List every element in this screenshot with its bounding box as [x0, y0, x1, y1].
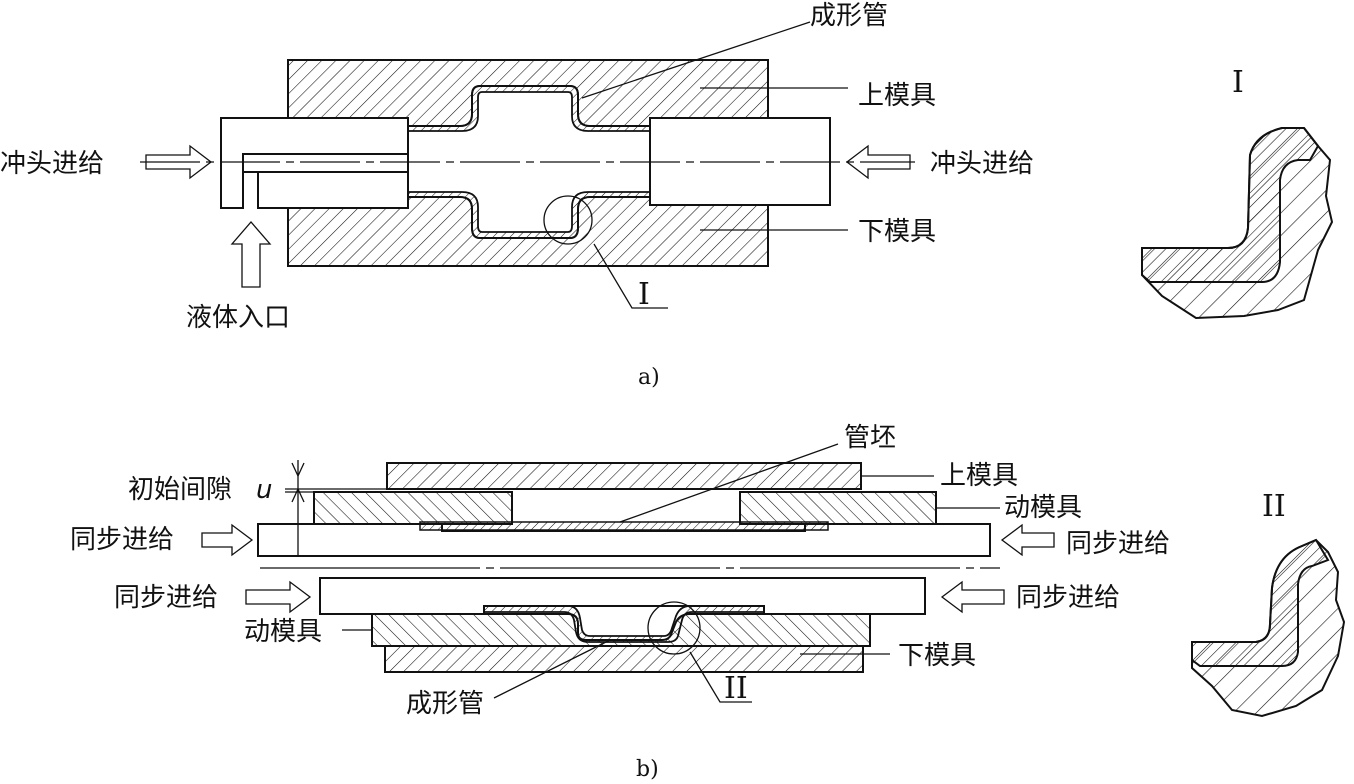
detail-title-ii: II [1262, 489, 1286, 524]
label-tube-blank: 管坯 [844, 423, 896, 453]
leader-forming-tube-b [493, 639, 611, 699]
detail-view-ii: II [1191, 489, 1346, 718]
leader-detail-b [689, 651, 752, 703]
moving-die-top-right [739, 491, 937, 525]
punch-feed-right-arrow [845, 144, 911, 180]
caption-a: a) [638, 365, 660, 390]
fluid-channel-upper [242, 153, 408, 172]
sync-feed-top-left-arrow [201, 523, 254, 557]
label-detail-ref-b: II [724, 671, 748, 706]
leader-forming-tube-a [581, 21, 811, 99]
caption-b: b) [636, 757, 659, 782]
label-lower-die-a: 下模具 [858, 217, 936, 247]
formed-tube-b [483, 605, 765, 643]
label-punch-feed-left: 冲头进给 [0, 149, 104, 179]
label-sync-feed-top-right: 同步进给 [1066, 529, 1170, 559]
label-liquid-inlet: 液体入口 [186, 303, 290, 333]
label-upper-die-b: 上模具 [940, 461, 1018, 491]
fluid-channel-lower [257, 171, 408, 208]
label-detail-ref-a: I [638, 277, 650, 312]
upper-die-b [386, 462, 862, 490]
sync-feed-bottom-right-arrow [940, 580, 1005, 614]
lower-die-b [384, 645, 864, 673]
detail-circle-b [647, 601, 701, 655]
detail-ii-tube [1191, 538, 1330, 667]
label-initial-gap: 初始间隙 [128, 475, 232, 505]
leader-tube-blank [619, 443, 839, 523]
label-sync-feed-bottom-left: 同步进给 [114, 583, 218, 613]
detail-view-i: I [1141, 65, 1334, 320]
label-sync-feed-bottom-right: 同步进给 [1016, 583, 1120, 613]
label-upper-die-a: 上模具 [858, 81, 936, 111]
label-sync-feed-top-left: 同步进给 [70, 525, 174, 555]
lower-punch-b [319, 577, 926, 615]
label-moving-die-top: 动模具 [1004, 493, 1082, 523]
label-punch-feed-right: 冲头进给 [930, 149, 1034, 179]
upper-die-a [287, 59, 769, 127]
label-gap-symbol: u [256, 475, 272, 505]
detail-title-i: I [1232, 65, 1244, 100]
label-lower-die-b: 下模具 [898, 641, 976, 671]
tube-blank [419, 521, 829, 531]
gap-arrow-top [291, 462, 305, 478]
sync-feed-bottom-left-arrow [245, 580, 312, 614]
label-moving-die-bottom: 动模具 [244, 617, 322, 647]
punch-feed-left-arrow [145, 144, 213, 180]
sync-feed-top-right-arrow [1000, 523, 1055, 557]
moving-die-top-left [313, 491, 513, 525]
liquid-inlet-arrow [230, 221, 272, 288]
figure-a: 成形管 上模具 下模具 冲头进给 冲头进给 液体入口 I a) I [0, 1, 1334, 390]
label-forming-tube-b: 成形管 [406, 689, 484, 719]
detail-i-tube [1141, 127, 1320, 283]
figure-b: 管坯 上模具 初始间隙 u 动模具 同步进给 同步进给 同步进给 同步进给 动模… [70, 423, 1346, 782]
leader-detail-a [593, 243, 668, 309]
left-punch-a [220, 117, 409, 209]
detail-ii-die [1191, 538, 1346, 718]
detail-circle-a [543, 195, 593, 245]
label-forming-tube-a: 成形管 [810, 1, 888, 31]
